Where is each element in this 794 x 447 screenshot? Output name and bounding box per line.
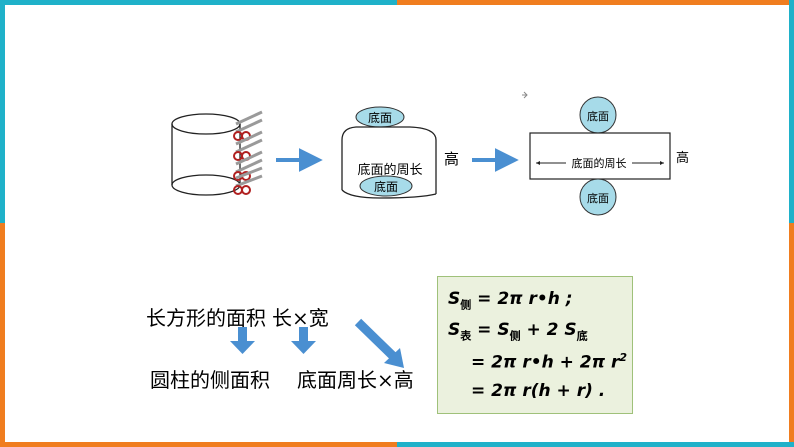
- lateral-area-label: 圆柱的侧面积: [150, 368, 270, 392]
- frame-left-top: [0, 0, 5, 223]
- small-arrow-mark: [522, 91, 528, 99]
- frame-left-bottom: [0, 223, 5, 447]
- base-ellipse-bottom: [359, 175, 413, 197]
- net-base-bottom-label: 底面: [587, 191, 609, 205]
- frame-right-bottom: [789, 223, 794, 447]
- frame-top-left: [0, 0, 397, 5]
- cylinder: [171, 113, 241, 196]
- cylinder-top-ellipse: [171, 113, 241, 135]
- derivation-arrows: [230, 318, 404, 368]
- rect-formula-label: 长×宽: [272, 306, 329, 330]
- formula-box: S侧 = 2π r•h ; S表 = S侧 + 2 S底 = 2π r•h + …: [437, 276, 633, 414]
- net-height-label: 高: [676, 150, 689, 166]
- rect-area-label: 长方形的面积: [146, 306, 266, 330]
- net-base-circle-bottom: [579, 178, 617, 216]
- frame-bottom-left: [0, 442, 397, 447]
- cylinder-net: [529, 96, 671, 216]
- scissors-icon: [233, 110, 263, 141]
- height-label: 高: [444, 150, 459, 168]
- net-base-top-label: 底面: [587, 109, 609, 123]
- frame-right-top: [789, 0, 794, 223]
- frame-bottom-right: [397, 442, 794, 447]
- formula-lateral-area: S侧 = 2π r•h ;: [448, 289, 573, 312]
- net-rectangle: [529, 132, 671, 180]
- lateral-formula-label: 底面周长×高: [297, 368, 414, 392]
- frame-top-right: [397, 0, 794, 5]
- base-top-label: 底面: [368, 110, 392, 125]
- scissors-icon: [233, 166, 263, 195]
- formula-total-area: S表 = S侧 + 2 S底: [448, 320, 588, 343]
- cylinder-bottom-ellipse: [171, 174, 241, 196]
- formula-factored: = 2π r(h + r) .: [471, 381, 606, 401]
- base-bottom-label: 底面: [374, 179, 398, 194]
- scissors-icon: [233, 130, 263, 161]
- net-circumference-label: 底面的周长: [572, 156, 627, 170]
- base-circumference-label: 底面的周长: [357, 162, 422, 178]
- formula-expanded: = 2π r•h + 2π r2: [471, 351, 628, 373]
- opened-cylinder: [341, 106, 437, 199]
